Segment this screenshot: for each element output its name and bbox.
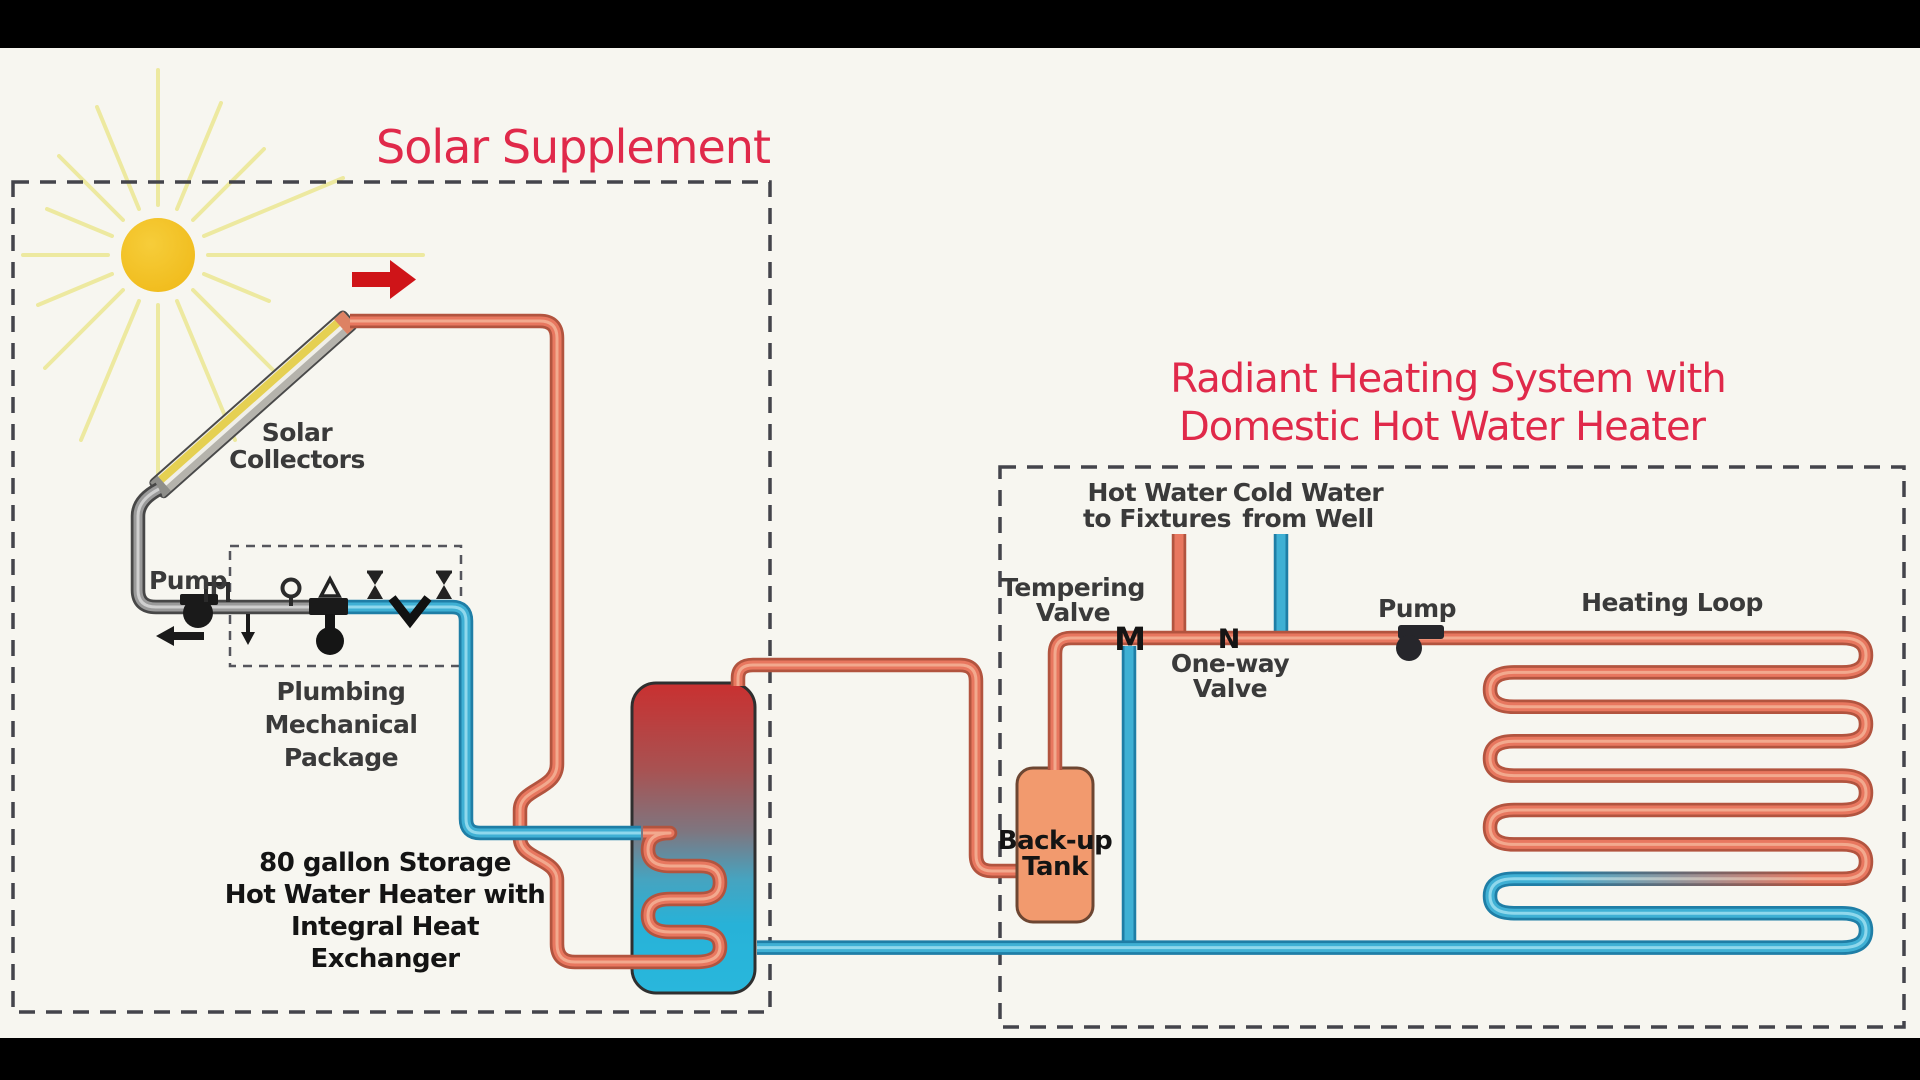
sun-rays-icon [21, 68, 425, 487]
one-way-valve-label: One-way [1171, 649, 1290, 678]
cold-water-well-label: from Well [1242, 504, 1373, 533]
gate-valve-icon [436, 570, 452, 599]
plumbing-package-label: Mechanical [265, 710, 418, 739]
solar-supplement-box [11, 180, 772, 1014]
radiant-title-line1: Radiant Heating System with [1170, 356, 1725, 402]
backup-tank-label: Back-up [998, 826, 1112, 856]
solar-collectors-label: Collectors [229, 445, 365, 474]
storage-heater-label: Hot Water Heater with [225, 880, 546, 910]
radiant-title-line2: Domestic Hot Water Heater [1179, 404, 1707, 450]
cold-water-well-label: Cold Water [1233, 478, 1385, 507]
pump-left [180, 594, 218, 628]
expansion-tank-icon [316, 614, 344, 655]
hot-water-fixtures-label: Hot Water [1087, 478, 1227, 507]
one-way-valve-label: Valve [1193, 674, 1267, 703]
solar-collectors-label: Solar [262, 418, 334, 447]
pump-right-label: Pump [1378, 594, 1456, 623]
sun-icon [121, 218, 195, 292]
backup-tank-label: Tank [1022, 852, 1089, 882]
storage-heater-label: Exchanger [310, 944, 460, 974]
letterbox-bottom [0, 1038, 1920, 1080]
flow-arrow-icon [352, 260, 416, 299]
pipe-union-fitting [309, 598, 348, 615]
heating-loop-label: Heating Loop [1581, 588, 1763, 617]
tempering-valve-label: Tempering [1001, 573, 1145, 602]
plumbing-package-label: Plumbing [277, 677, 406, 706]
bracket-fitting-icon [204, 582, 230, 602]
gate-valve-icon [367, 570, 383, 599]
letterbox-top [0, 0, 1920, 48]
hot-water-fixtures-label: to Fixtures [1083, 504, 1231, 533]
plumbing-package-label: Package [284, 743, 398, 772]
pump-left-label: Pump [149, 566, 227, 595]
tempering-valve-label: Valve [1036, 598, 1110, 627]
gauge-icon [280, 577, 302, 606]
relief-drain-icon [241, 614, 255, 645]
air-vent-icon [318, 575, 342, 598]
check-valve-icon [388, 595, 432, 629]
flow-left-arrow-icon [156, 626, 204, 646]
storage-heater-label: Integral Heat [291, 912, 479, 942]
radiant-system-box [998, 465, 1906, 1029]
tempering-valve-symbol: M [1114, 620, 1146, 658]
solar-supplement-title: Solar Supplement [376, 120, 770, 174]
one-way-valve-symbol: N [1218, 624, 1241, 655]
pump-right [1396, 625, 1444, 661]
storage-heater-label: 80 gallon Storage [259, 848, 511, 878]
